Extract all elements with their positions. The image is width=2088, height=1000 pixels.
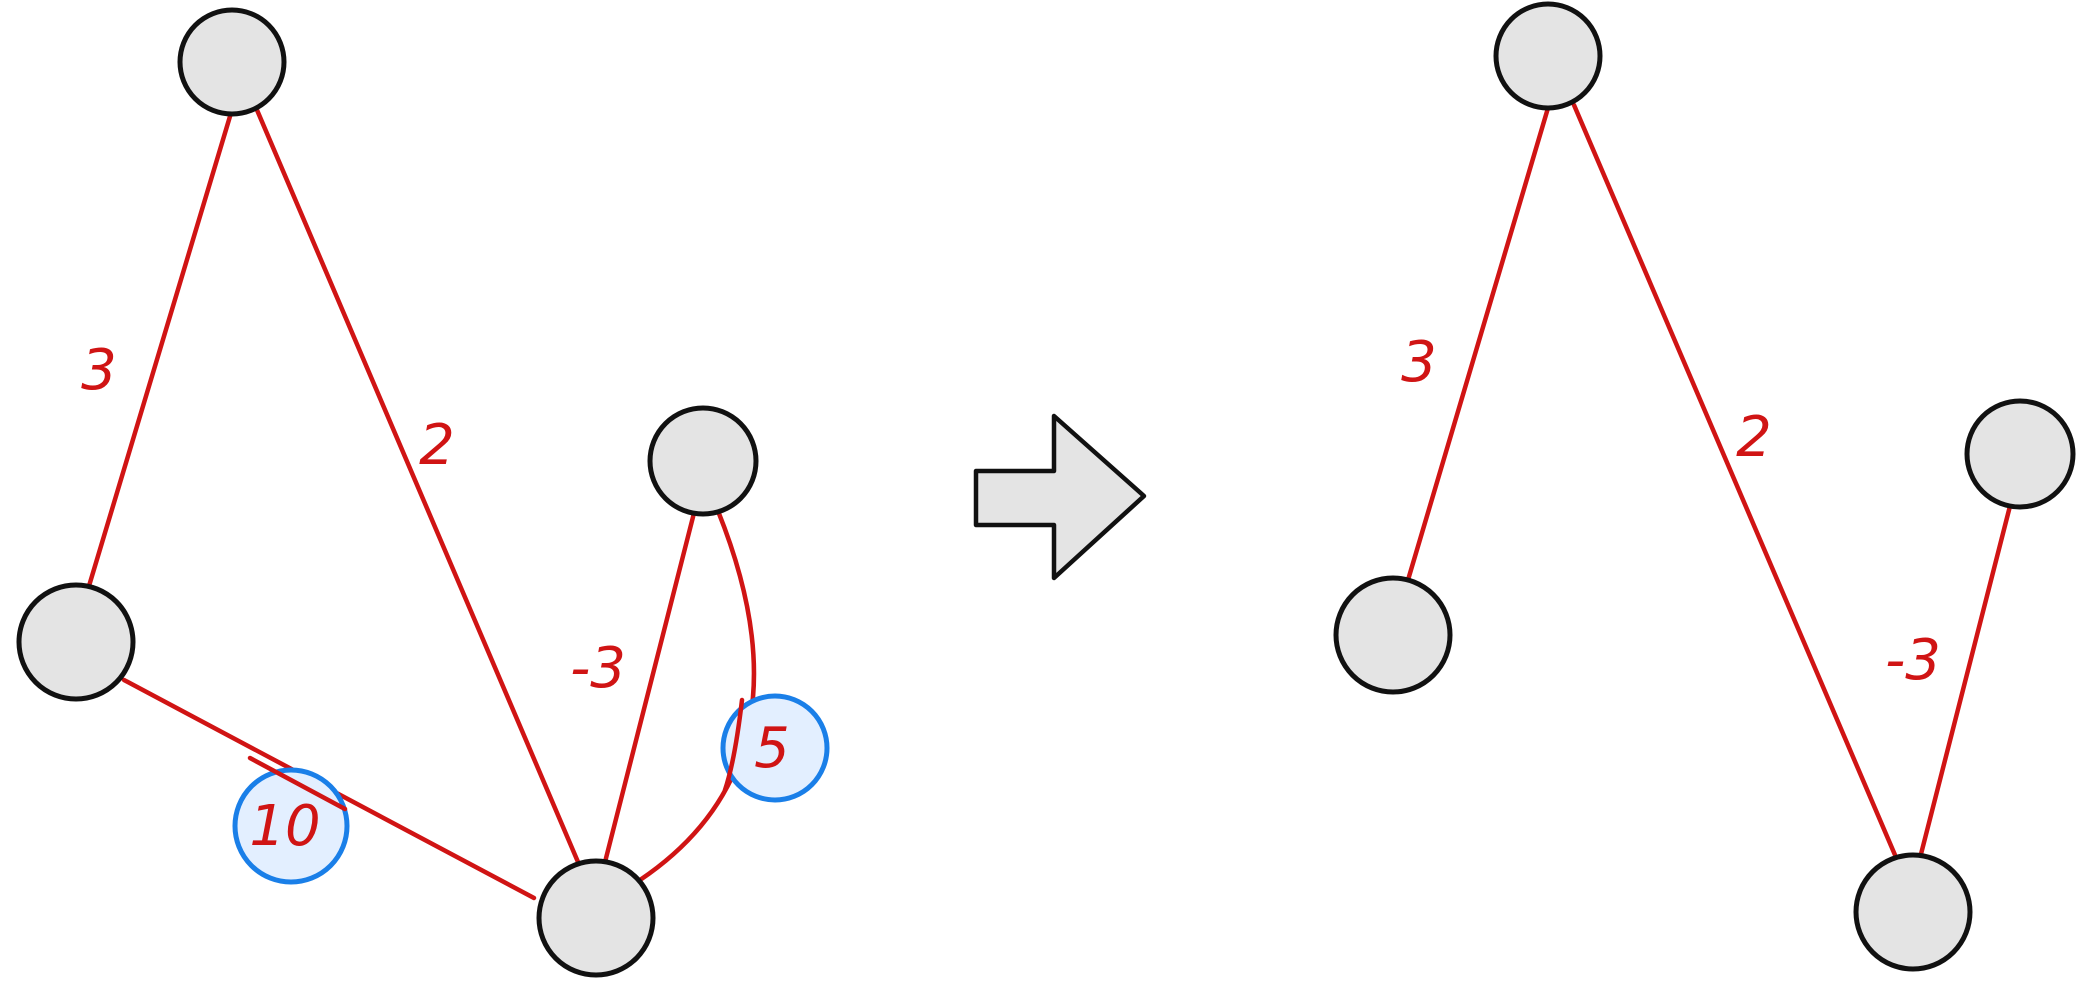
after-weight-top-bottom: 2 (1736, 405, 1772, 470)
after-node-left (1333, 575, 1453, 695)
after-node-bottom (1853, 852, 1973, 972)
after-weight-top-left: 3 (1401, 330, 1437, 395)
before-edge-top-bottom (254, 107, 581, 865)
right-arrow-icon (973, 413, 1147, 581)
after-graph: 3 2 -3 (1333, 1, 2076, 972)
before-graph: 3 2 -3 5 10 (16, 7, 830, 978)
before-node-right (647, 405, 759, 517)
after-node-right (1964, 398, 2076, 510)
before-node-top (177, 7, 287, 117)
after-edge-top-bottom (1571, 102, 1898, 858)
before-edge-right-bottom-straight (601, 510, 697, 869)
before-node-bottom (536, 858, 656, 978)
before-edge-left-bottom-overlay (247, 755, 348, 812)
after-node-top (1493, 1, 1603, 111)
removed-edge-highlight-10 (232, 767, 350, 885)
before-edge-right-bottom-curved (637, 508, 757, 883)
before-edge-top-left (86, 110, 234, 589)
after-weight-right-bottom: -3 (1885, 628, 1941, 693)
after-edge-top-left (1405, 105, 1551, 583)
before-weight-top-left: 3 (81, 338, 117, 403)
before-node-left (16, 582, 136, 702)
before-weight-left-bottom: 10 (249, 794, 320, 859)
before-weight-top-bottom: 2 (419, 413, 455, 478)
before-edge-right-bottom-curved-overlay (722, 697, 745, 793)
removed-edge-highlight-5 (720, 693, 830, 803)
before-weight-right-bottom-straight: -3 (570, 636, 626, 701)
after-edge-right-bottom (1917, 503, 2013, 861)
before-weight-right-bottom-curved: 5 (754, 716, 790, 781)
